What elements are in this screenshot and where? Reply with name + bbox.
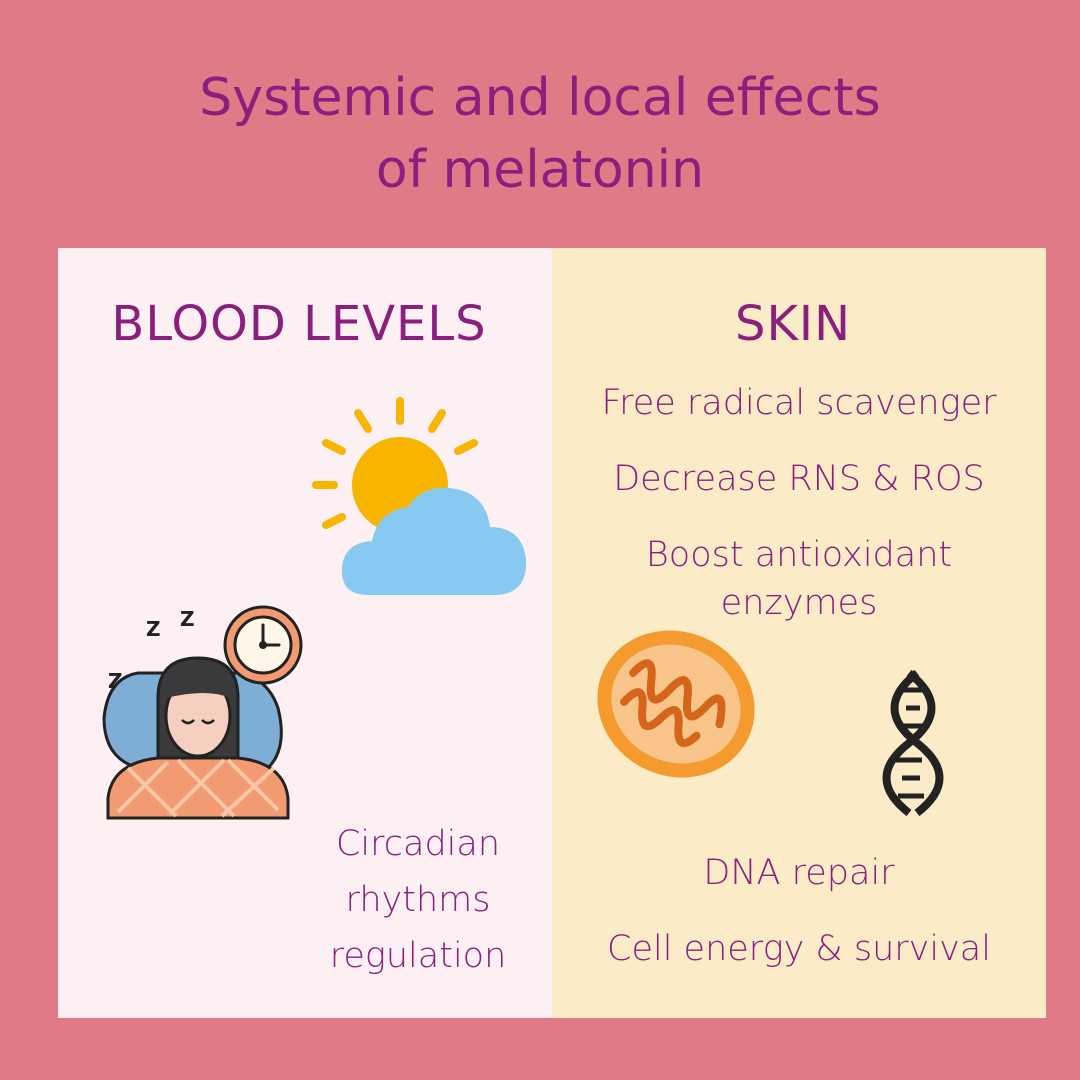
svg-text:Z: Z — [146, 617, 161, 641]
skin-item-dna-repair: DNA repair — [703, 853, 895, 893]
circadian-line-3: regulation — [329, 936, 507, 976]
circadian-line-1: Circadian — [335, 824, 501, 864]
skin-item-free-radical: Free radical scavenger — [601, 383, 997, 423]
mitochondrion-icon — [597, 630, 755, 778]
sun-cloud-icon — [312, 397, 527, 595]
clock-icon — [223, 605, 303, 685]
skin-item-antioxidant-line-2: enzymes — [720, 583, 878, 623]
skin-item-cell-energy: Cell energy & survival — [607, 929, 991, 969]
skin-panel: SKIN Free radical scavenger Decrease RNS… — [552, 248, 1046, 1018]
title-line-1: Systemic and local effects — [199, 68, 881, 128]
skin-heading: SKIN — [734, 296, 851, 352]
skin-item-antioxidant-line-1: Boost antioxidant — [645, 535, 953, 575]
circadian-line-2: rhythms — [345, 880, 491, 920]
title-line-2: of melatonin — [375, 140, 705, 200]
svg-text:Z: Z — [180, 607, 195, 631]
circadian-caption: Circadian rhythms regulation — [318, 816, 518, 984]
sleeping-person-icon: Z Z Z — [102, 607, 290, 820]
blood-levels-heading: BLOOD LEVELS — [111, 296, 487, 352]
blood-levels-panel: BLOOD LEVELS Z Z Z — [58, 248, 552, 1018]
skin-item-rns-ros: Decrease RNS & ROS — [613, 459, 985, 499]
dna-icon — [882, 669, 944, 817]
page-title: Systemic and local effects of melatonin — [0, 62, 1080, 206]
